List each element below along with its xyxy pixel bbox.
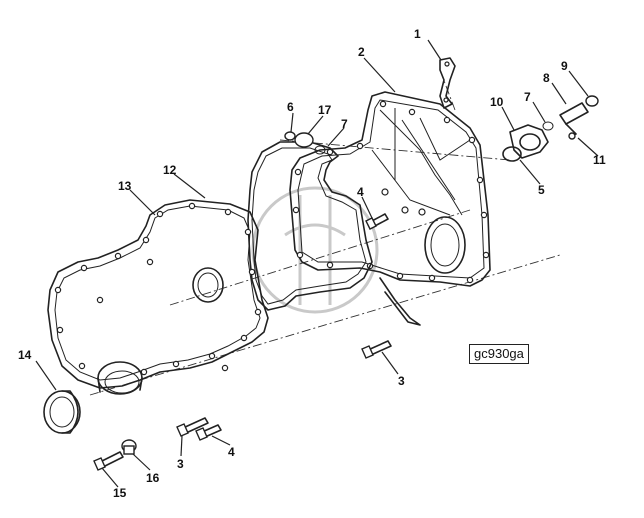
callout-17: 17 [318,103,332,117]
sensor-fitting [559,95,599,140]
lift-bracket [439,57,456,109]
capscrew-upper [365,213,389,230]
gear-housing [289,91,491,326]
capscrew-middle [361,340,392,359]
callout-8: 8 [543,71,550,85]
callout-labels: 1 2 12 13 14 6 17 7 4 10 7 8 9 11 5 3 3 … [18,27,606,500]
callout-7-left: 7 [341,117,348,131]
front-seal-bore [97,361,143,395]
callout-4-upper: 4 [357,185,364,199]
front-seal [43,390,81,434]
capscrew-lower-b [195,424,222,441]
callout-5: 5 [538,183,545,197]
callout-10: 10 [490,95,504,109]
callout-14: 14 [18,348,32,362]
callout-4-lower: 4 [228,445,235,459]
callout-3-lower: 3 [177,457,184,471]
callout-12: 12 [163,163,177,177]
front-gear-cover [47,199,269,395]
front-cover-gasket [247,141,373,311]
capscrew-set [93,213,392,471]
capscrew-15 [93,451,124,471]
callout-15: 15 [113,486,127,500]
small-fittings [284,131,326,155]
accessory-cover [502,121,554,162]
callout-16: 16 [146,471,160,485]
leader-lines [35,39,599,488]
callout-6: 6 [287,100,294,114]
callout-1: 1 [414,27,421,41]
callout-13: 13 [118,179,132,193]
callout-9: 9 [561,59,568,73]
callout-3-middle: 3 [398,374,405,388]
plug-16 [121,439,137,455]
callout-11: 11 [593,153,606,167]
callout-7-right: 7 [524,90,531,104]
capscrew-lower-a [176,417,209,437]
callout-2: 2 [358,45,365,59]
figure-id-label: gc930ga [469,344,529,364]
